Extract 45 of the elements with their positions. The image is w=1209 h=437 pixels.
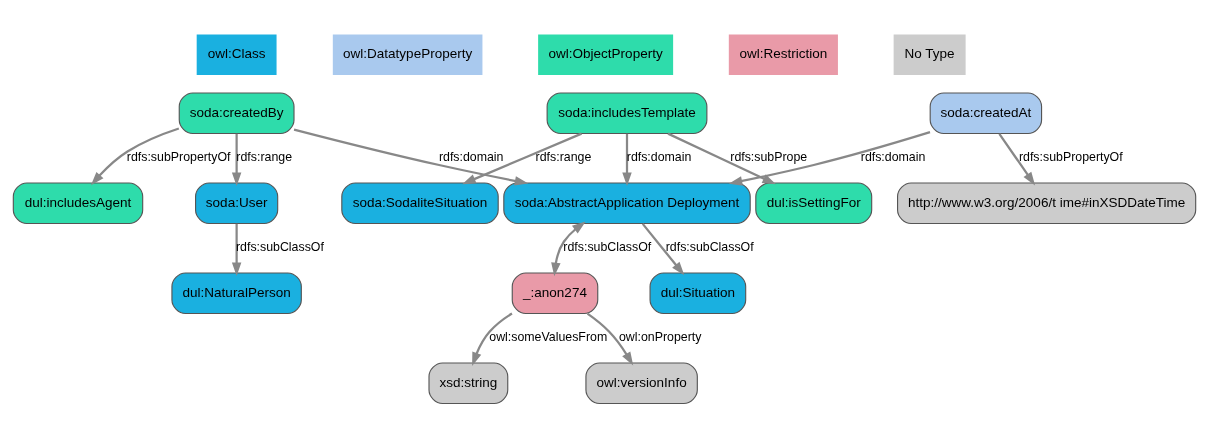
edge-label: rdfs:domain: [438, 149, 504, 164]
arrow: [998, 132, 1036, 185]
arrow: [641, 222, 685, 275]
node-box: soda:SodaliteSituation: [341, 181, 499, 224]
edge-label: owl:someValuesFrom: [489, 329, 608, 344]
edge-label: rdfs:range: [236, 149, 293, 164]
edge-label: owl:onProperty: [618, 329, 702, 344]
node-box: soda:createdAt: [929, 91, 1043, 134]
node-box: xsd:string: [428, 361, 509, 404]
legend-label: owl:Class: [207, 45, 266, 61]
arrow: [90, 126, 180, 185]
node-box: http://www.w3.org/2006/t ime#inXSDDateTime: [897, 181, 1197, 224]
node-box: owl:versionInfo: [585, 361, 698, 404]
arrow: [472, 312, 513, 366]
node-box: _:anon274: [511, 271, 599, 314]
edge-label: rdfs:subClassOf: [665, 239, 754, 254]
node-box: dul:includesAgent: [12, 181, 144, 224]
arrow: [293, 127, 529, 186]
edge-label: rdfs:domain: [626, 149, 692, 164]
arrow: [231, 223, 242, 276]
edge-label: rdfs:range: [535, 149, 592, 164]
edge-label: rdfs:subClassOf: [563, 239, 652, 254]
legend-label: owl:ObjectProperty: [548, 45, 663, 61]
arrow: [462, 132, 582, 184]
arrow: [551, 221, 586, 276]
legend-label: owl:DatatypeProperty: [343, 45, 473, 61]
edge-label: rdfs:subClassOf: [235, 239, 324, 254]
node-box: dul:Situation: [649, 271, 747, 314]
node-box: soda:createdBy: [178, 91, 295, 134]
arrow: [586, 312, 634, 365]
edge-label: rdfs:subPropertyOf: [126, 149, 231, 164]
arrow: [728, 130, 931, 186]
node-box: dul:NaturalPerson: [171, 271, 302, 314]
legend-label: owl:Restriction: [739, 45, 828, 61]
arrow: [667, 132, 776, 184]
legend-label: No Type: [904, 45, 955, 61]
arrow: [622, 133, 632, 186]
node-box: soda:includesTemplate: [546, 91, 708, 134]
edge-label: rdfs:subPropertyOf: [1018, 149, 1123, 164]
node-box: soda:User: [195, 181, 279, 224]
node-box: dul:isSettingFor: [755, 181, 873, 224]
edge-label: rdfs:subPrope: [730, 149, 808, 164]
edge-label: rdfs:domain: [860, 149, 926, 164]
arrow: [231, 133, 242, 186]
node-box: soda:AbstractApplication Deployment: [503, 181, 751, 224]
